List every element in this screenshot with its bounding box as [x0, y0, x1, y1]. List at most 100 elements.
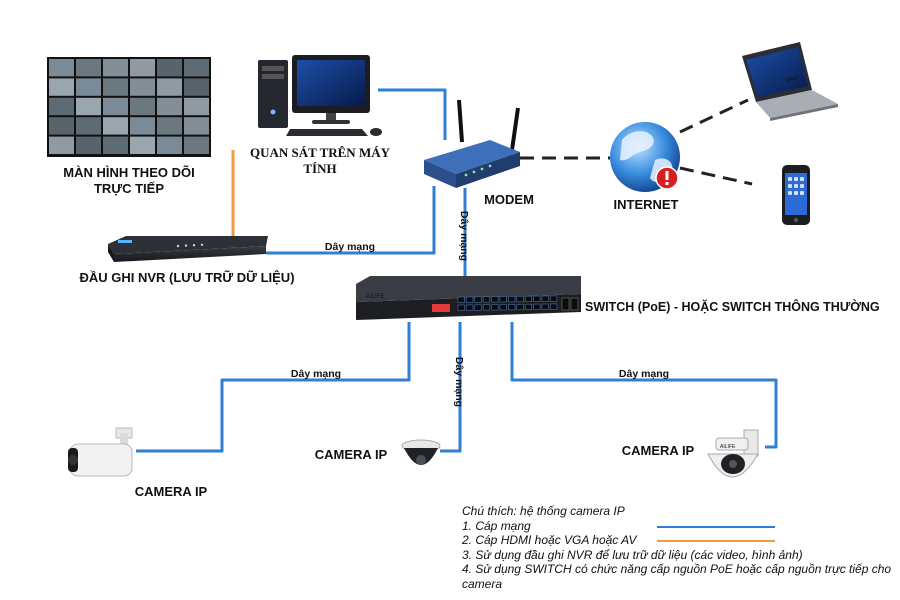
monitor-tile — [157, 59, 182, 77]
switch-port — [524, 295, 533, 303]
switch-port — [508, 304, 516, 311]
cable-label-modem-switch: Dây mạng — [458, 211, 470, 261]
cable-labels: Dây mạng Dây mạng Dây mạng Dây mạng Dây … — [291, 211, 669, 407]
monitor-tile — [130, 78, 155, 96]
monitor-tile — [184, 136, 209, 154]
monitor-tile — [103, 78, 128, 96]
switch-port — [541, 295, 549, 302]
switch-port — [524, 303, 533, 311]
switch-port — [482, 304, 491, 311]
switch-port — [466, 304, 474, 311]
monitor-tile — [49, 117, 74, 135]
legend-swatch-network-cable — [657, 525, 775, 528]
legend-item-text: 1. Cáp mạng — [462, 518, 531, 533]
internet-link-laptop — [679, 98, 749, 134]
switch-port — [499, 304, 507, 311]
ptz-brand-label: AILIFE — [720, 444, 736, 450]
laptop-brand-label: VAIO — [785, 75, 800, 84]
computer-label-line-2: TÍNH — [303, 161, 336, 176]
computer-label-line-1: QUAN SÁT TRÊN MÁY — [250, 145, 391, 160]
poe-switch-icon: AILIFE — [356, 276, 581, 320]
switch-sfp-port — [561, 297, 570, 311]
monitor-tile — [76, 78, 101, 96]
monitor-tile — [103, 59, 128, 77]
switch-port — [457, 296, 465, 303]
smartphone-icon — [782, 165, 810, 225]
switch-port — [491, 296, 499, 303]
switch-port — [499, 296, 507, 303]
internet-label: INTERNET — [614, 197, 679, 212]
legend-item-nvr-note: 3. Sử dụng đầu ghi NVR để lưu trữ dữ liệ… — [462, 547, 803, 562]
switch-port — [533, 295, 541, 302]
internet-link-phone — [679, 166, 753, 186]
bullet-camera-icon — [68, 427, 133, 477]
network-cable-computer-modem — [378, 88, 447, 140]
switch-port — [550, 295, 558, 302]
legend-item-text: 2. Cáp HDMI hoặc VGA hoặc AV — [462, 533, 637, 547]
monitor-tile — [157, 97, 182, 116]
legend-title: Chú thích: hệ thống camera IP — [462, 504, 625, 518]
cable-label-left-camera: Dây mạng — [291, 368, 341, 380]
monitor-tile — [130, 136, 155, 154]
desktop-computer-icon — [258, 55, 382, 136]
switch-port — [474, 304, 482, 311]
nvr-label: ĐẦU GHI NVR (LƯU TRỮ DỮ LIỆU) — [79, 270, 294, 285]
switch-port — [457, 304, 465, 311]
switch-port — [533, 303, 541, 310]
switch-port — [550, 303, 558, 310]
cable-label-nvr: Dây mạng — [325, 241, 375, 253]
monitor-tile — [49, 59, 74, 77]
switch-sfp-port — [570, 297, 579, 311]
monitor-tile — [49, 78, 74, 96]
switch-port — [491, 304, 499, 311]
modem-label: MODEM — [484, 192, 534, 207]
cable-lines — [136, 88, 778, 453]
monitor-tile — [157, 136, 182, 154]
monitor-tile — [184, 78, 209, 96]
device-labels: MÀN HÌNH THEO DÕI TRỰC TIẾP QUAN SÁT TRÊ… — [63, 145, 879, 499]
monitor-tile — [130, 97, 155, 116]
network-cable-right-camera — [510, 322, 778, 449]
monitor-tile — [157, 78, 182, 96]
legend-item-hdmi-cable: 2. Cáp HDMI hoặc VGA hoặc AV — [462, 533, 892, 548]
nvr-recorder-icon — [108, 236, 268, 262]
switch-port — [482, 296, 491, 303]
switch-port — [466, 296, 474, 303]
switch-port — [516, 295, 524, 303]
internet-globe-icon — [610, 122, 680, 192]
monitor-tile — [103, 117, 128, 135]
switch-port — [508, 296, 516, 303]
monitor-tile — [76, 136, 101, 154]
legend-swatch-hdmi-cable — [657, 540, 775, 542]
laptop-icon: VAIO — [742, 42, 838, 121]
monitor-tile — [130, 117, 155, 135]
camera-ptz-label: CAMERA IP — [622, 443, 695, 458]
network-cable-center-camera — [440, 322, 462, 453]
switch-port — [474, 296, 482, 303]
monitor-tile — [184, 117, 209, 135]
monitor-tile — [76, 117, 101, 135]
monitor-video-wall — [47, 57, 211, 157]
dome-camera-icon — [401, 439, 441, 465]
monitor-tile — [49, 97, 74, 116]
monitor-camera-tiles — [49, 59, 209, 154]
monitor-tile — [130, 59, 155, 77]
cable-label-center-camera: Dây mạng — [453, 357, 465, 407]
camera-bullet-label: CAMERA IP — [135, 484, 208, 499]
cable-label-right-camera: Dây mạng — [619, 368, 669, 380]
legend-item-switch-note: 4. Sử dụng SWITCH có chức năng cấp nguồn… — [462, 562, 892, 591]
ptz-camera-icon: AILIFE — [707, 429, 759, 478]
switch-brand-label: AILIFE — [366, 294, 384, 300]
monitor-tile — [49, 136, 74, 154]
monitor-tile — [157, 117, 182, 135]
switch-port — [541, 303, 549, 310]
legend: Chú thích: hệ thống camera IP 1. Cáp mạn… — [462, 504, 892, 591]
switch-label: SWITCH (PoE) - HOẶC SWITCH THÔNG THƯỜNG — [585, 299, 880, 314]
switch-port — [516, 303, 524, 311]
monitor-tile — [103, 136, 128, 154]
switch-ports — [457, 295, 579, 311]
monitor-tile — [103, 97, 128, 116]
monitor-label-line-1: MÀN HÌNH THEO DÕI — [63, 165, 194, 180]
monitor-tile — [76, 59, 101, 77]
network-cable-nvr-modem — [266, 186, 436, 255]
